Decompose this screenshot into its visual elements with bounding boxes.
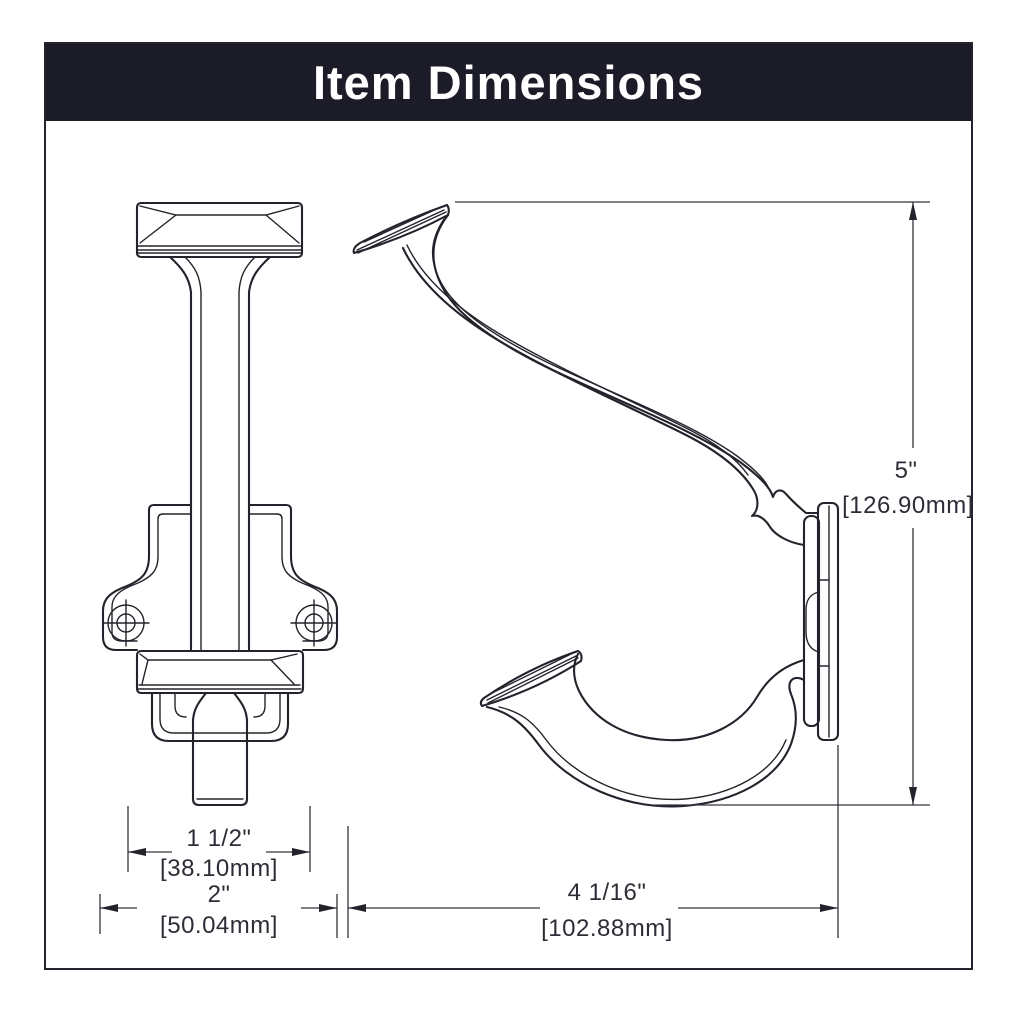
front-hook-body: [150, 691, 290, 807]
page-title: Item Dimensions: [312, 56, 705, 109]
front-stem: [168, 255, 272, 653]
front-width-large-dimension: 2" [50.04mm]: [99, 881, 338, 939]
front-width-small-dimension: 1 1/2" [38.10mm]: [127, 806, 311, 882]
front-mount-plate: [101, 503, 339, 652]
screw-hole-left: [102, 599, 150, 647]
front-top-knob: [135, 201, 304, 259]
dim-width-small-inches: 1 1/2": [187, 825, 252, 852]
dim-height-inches: 5": [895, 457, 918, 484]
front-view-drawing: 1 1/2" [38.10mm] 2" [50.04mm]: [99, 201, 339, 939]
screw-hole-right: [290, 599, 338, 647]
side-bottom-finial: [479, 649, 583, 708]
side-depth-dimension: 4 1/16" [102.88mm]: [347, 745, 839, 942]
side-wall-plate: [802, 501, 840, 742]
dim-width-small-mm: [38.10mm]: [160, 855, 278, 882]
side-view-drawing: 4 1/16" [102.88mm] 5" [126.90mm]: [347, 201, 974, 942]
side-top-finial: [352, 203, 450, 255]
dim-height-mm: [126.90mm]: [842, 492, 974, 519]
side-upper-arm: [401, 213, 819, 547]
dim-width-large-mm: [50.04mm]: [160, 912, 278, 939]
header-bar: Item Dimensions: [46, 44, 971, 121]
dim-width-large-inches: 2": [208, 881, 231, 908]
dim-depth-inches: 4 1/16": [568, 879, 647, 906]
side-hook-curl: [485, 652, 806, 808]
side-height-dimension: 5" [126.90mm]: [455, 201, 974, 806]
front-bottom-knob: [135, 649, 305, 695]
dim-depth-mm: [102.88mm]: [541, 915, 673, 942]
